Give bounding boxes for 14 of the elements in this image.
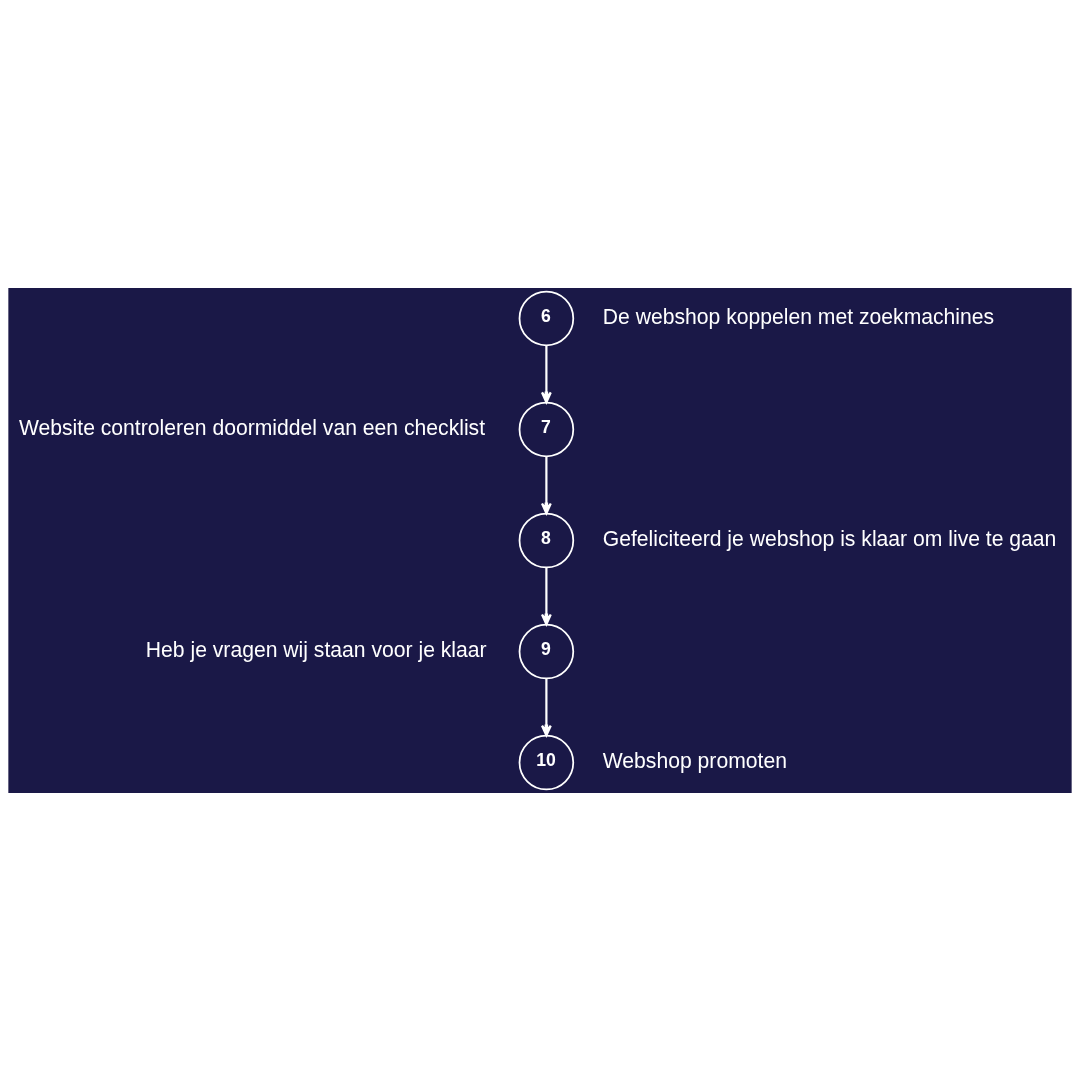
node-label: De webshop koppelen met zoekmachines <box>602 304 995 328</box>
node-label: Website controleren doormiddel van een checklist <box>18 415 486 439</box>
node-label: Webshop promoten <box>602 748 787 772</box>
node-circle: 7 <box>518 401 575 457</box>
node-label: Heb je vragen wij staan voor je klaar <box>145 637 487 661</box>
node-circle: 10 <box>518 734 575 790</box>
arrow <box>540 678 552 736</box>
arrow <box>540 456 552 514</box>
node-circle: 9 <box>518 623 575 679</box>
arrow <box>540 344 552 403</box>
node-circle: 6 <box>518 290 575 346</box>
node-circle: 8 <box>518 512 575 568</box>
arrow <box>540 567 552 625</box>
node-label: Gefeliciteerd je webshop is klaar om live te gaan <box>602 526 1057 550</box>
